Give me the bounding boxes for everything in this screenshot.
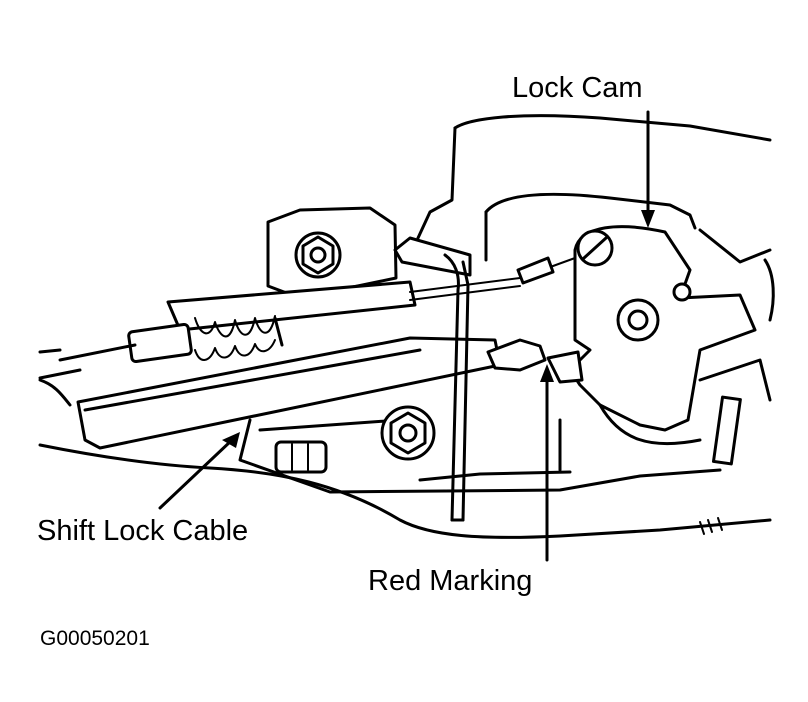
lower-nut bbox=[274, 405, 436, 474]
right-housing bbox=[558, 358, 772, 535]
cable-rod bbox=[409, 256, 576, 372]
callout-shift-lock-cable-arrow bbox=[158, 432, 240, 510]
left-housing bbox=[38, 348, 72, 407]
lock-cam bbox=[546, 225, 757, 446]
label-red-marking: Red Marking bbox=[368, 565, 533, 597]
cable-housing-bar bbox=[76, 280, 502, 450]
base-plate bbox=[38, 418, 772, 539]
retaining-clip bbox=[393, 236, 472, 522]
callout-red-marking-arrow bbox=[540, 364, 554, 562]
housing-outline bbox=[416, 114, 775, 322]
callout-lock-cam-arrow bbox=[641, 110, 655, 228]
cable-spring bbox=[38, 315, 284, 380]
cable-bracket bbox=[266, 206, 398, 300]
figure-id: G00050201 bbox=[40, 627, 150, 650]
label-lock-cam: Lock Cam bbox=[512, 72, 643, 104]
label-shift-lock-cable: Shift Lock Cable bbox=[37, 515, 249, 547]
